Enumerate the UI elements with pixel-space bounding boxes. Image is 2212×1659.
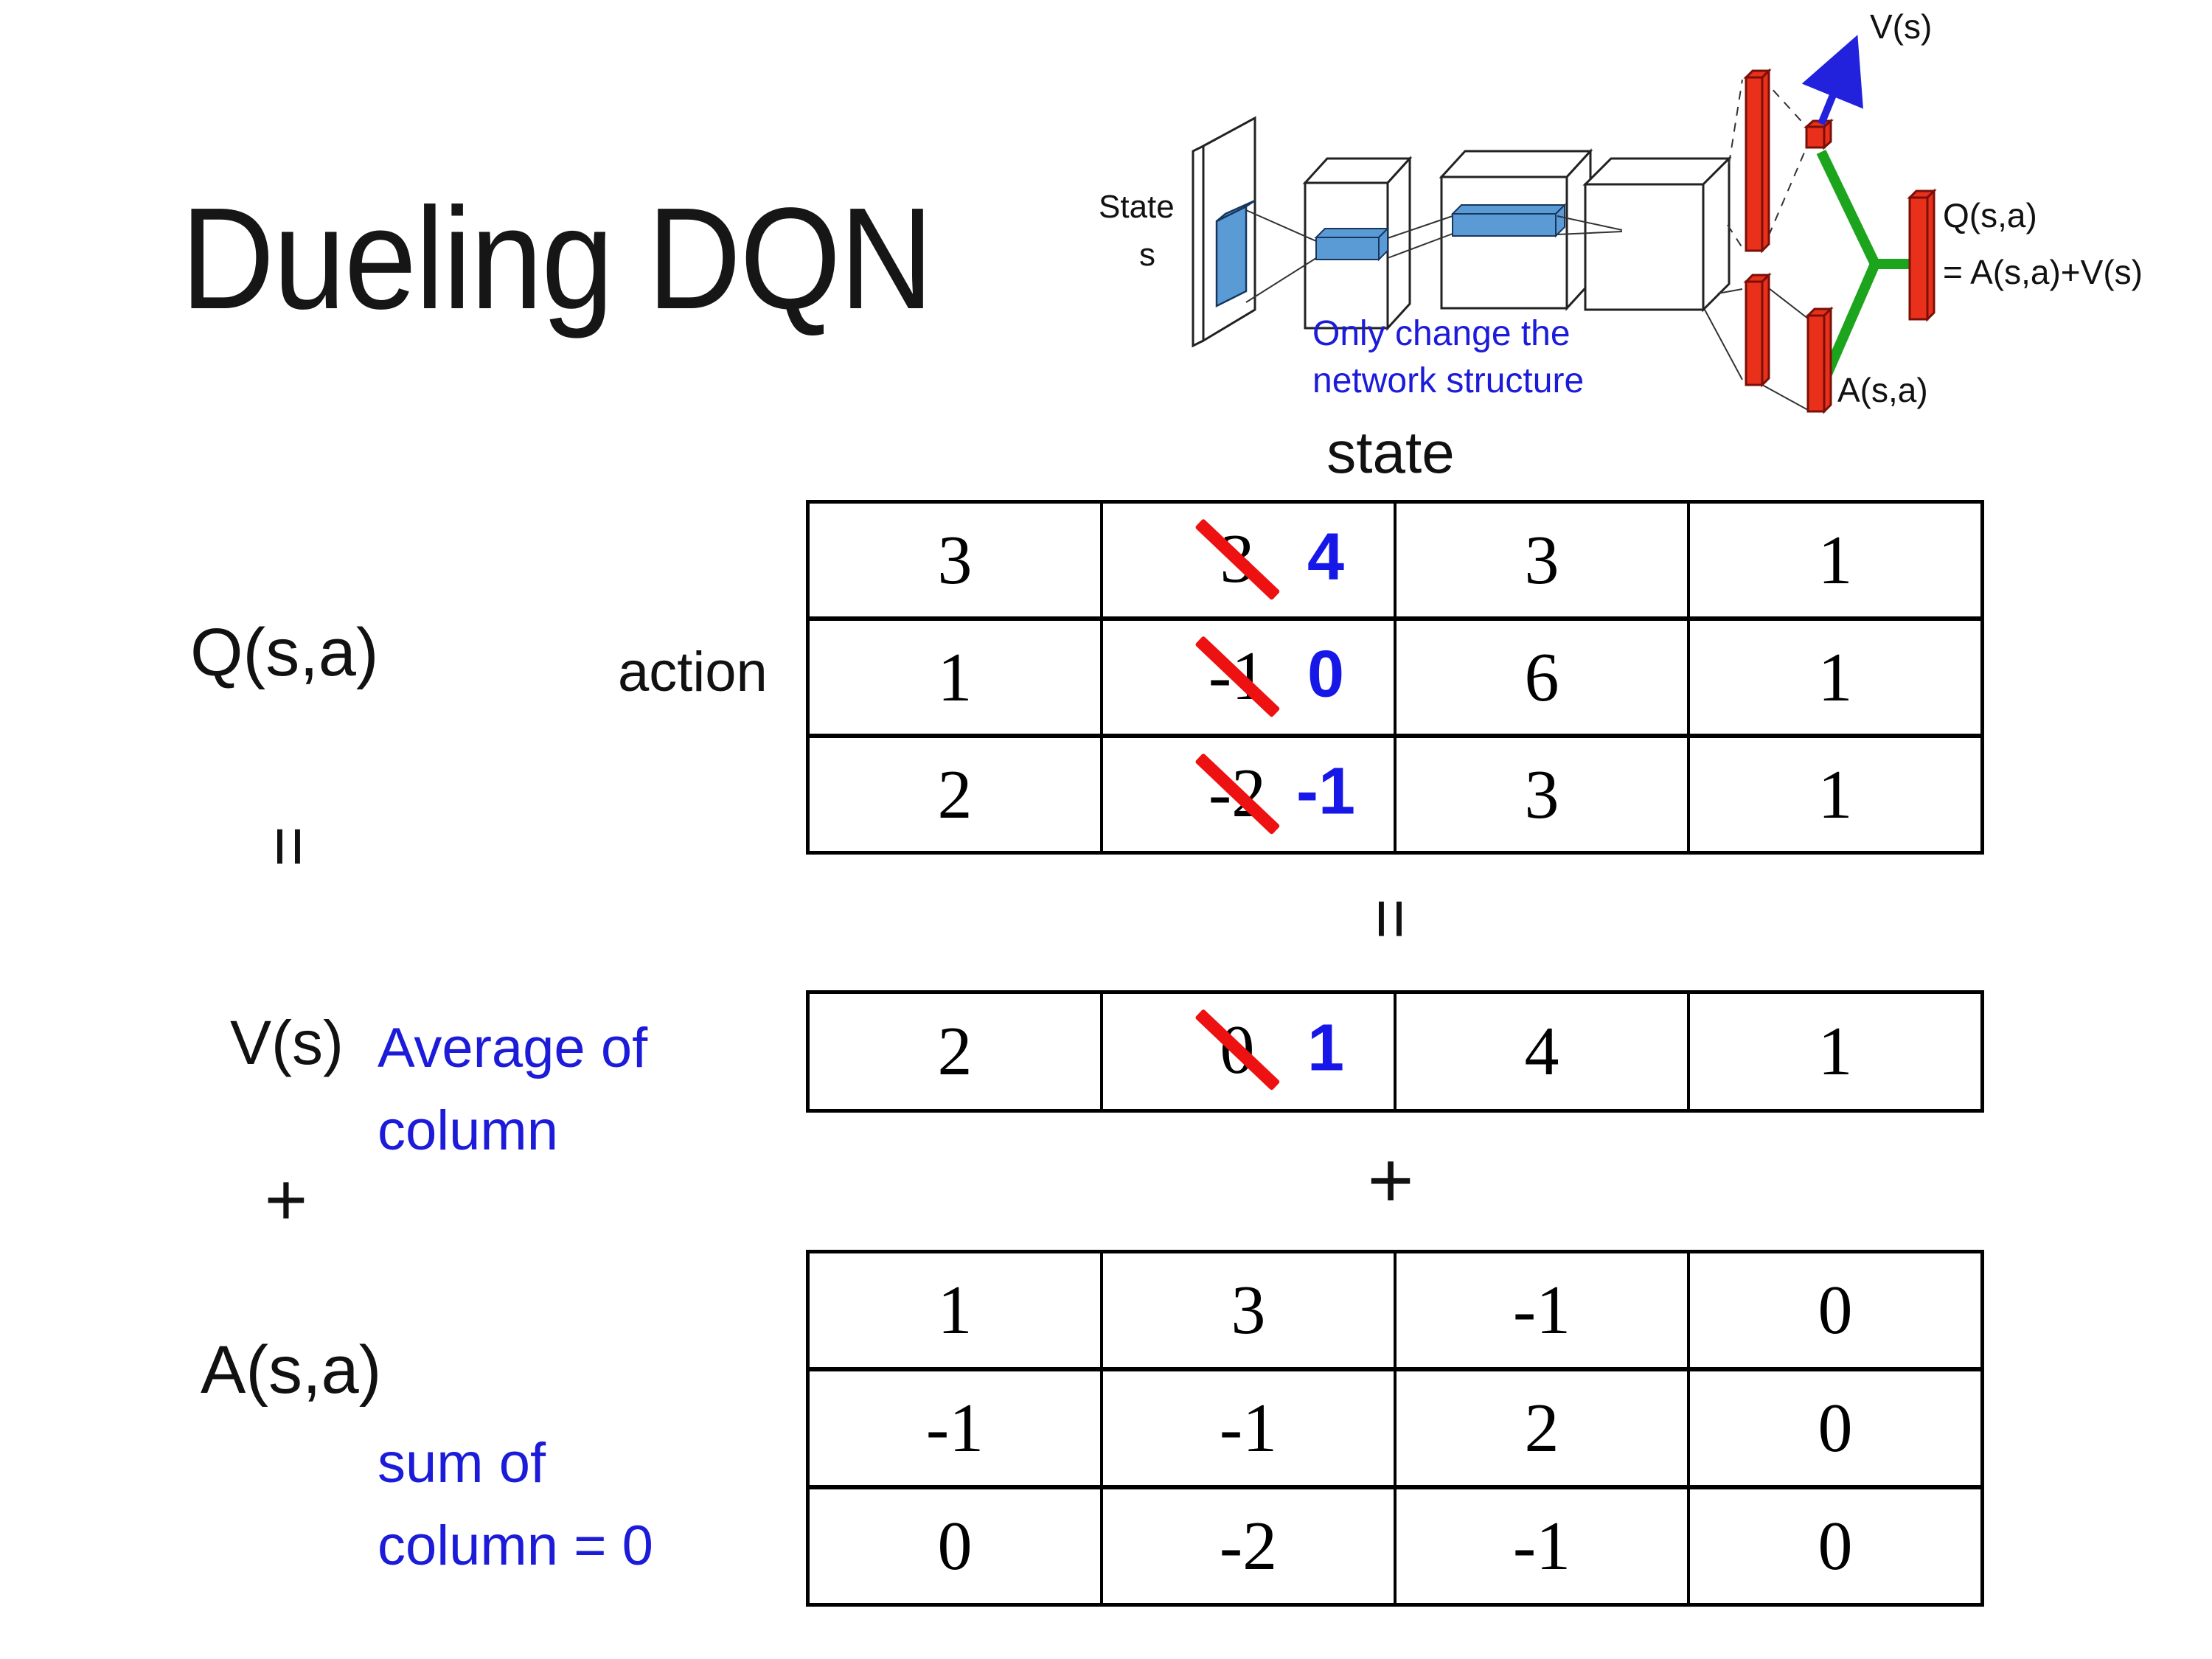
conv-box-3 xyxy=(1582,156,1732,313)
a-matrix-label: A(s,a) xyxy=(201,1332,382,1408)
a-cell: -1 xyxy=(810,1371,1100,1485)
plus-sign-left: + xyxy=(264,1158,308,1242)
a-cell: 0 xyxy=(1690,1489,1980,1603)
cell-value: -1 xyxy=(1512,1272,1571,1349)
conv-box-1 xyxy=(1302,156,1413,331)
cell-value: 1 xyxy=(1818,639,1853,716)
cell-value: -2 xyxy=(1219,1508,1278,1585)
flatten-bar-top xyxy=(1743,68,1772,254)
a-annotation-line1: sum of xyxy=(378,1432,546,1495)
q-table: 3 3 4 3 1 1 -1 0 6 1 2 -2 -1 3 1 xyxy=(806,500,1984,855)
cell-value: 2 xyxy=(1524,1390,1559,1467)
a-cell: 2 xyxy=(1397,1371,1687,1485)
cell-value: 4 xyxy=(1524,1013,1559,1090)
cell-value: 2 xyxy=(937,756,973,833)
q-cell-struck: -1 0 xyxy=(1103,621,1394,734)
new-value: -1 xyxy=(1295,754,1356,828)
q-cell: 1 xyxy=(1690,504,1980,616)
merge-connector xyxy=(1816,149,1911,380)
a-table: 1 3 -1 0 -1 -1 2 0 0 -2 -1 0 xyxy=(806,1250,1984,1607)
a-cell: 0 xyxy=(1690,1253,1980,1367)
a-cell: 0 xyxy=(810,1489,1100,1603)
cell-value: 3 xyxy=(937,521,973,599)
v-cell: 1 xyxy=(1690,994,1980,1109)
q-cell-struck: 3 4 xyxy=(1103,504,1394,616)
cell-value: 1 xyxy=(1818,521,1853,599)
feature-slab-2 xyxy=(1450,203,1567,238)
a-cell: -2 xyxy=(1103,1489,1394,1603)
diagram-v-label: V(s) xyxy=(1870,7,1932,46)
cell-value: 0 xyxy=(1818,1508,1853,1585)
state-axis-label: state xyxy=(1326,420,1455,485)
q-cell: 1 xyxy=(1690,621,1980,734)
cell-value: 1 xyxy=(1818,1013,1853,1090)
diagram-note-line1: Only change the xyxy=(1312,314,1571,353)
q-cell: 3 xyxy=(810,504,1100,616)
q-cell-struck: -2 -1 xyxy=(1103,738,1394,851)
diagram-state-label: State xyxy=(1099,189,1175,225)
new-value: 0 xyxy=(1307,636,1345,711)
q-cell: 3 xyxy=(1397,738,1687,851)
cell-value: 0 xyxy=(1818,1272,1853,1349)
cell-value: 0 xyxy=(1818,1390,1853,1467)
diagram-state-s-label: s xyxy=(1139,237,1155,273)
network-diagram: State s V(s) Q(s,a) = A(s,a)+V(s) A(s,a)… xyxy=(1099,7,2143,414)
a-cell: 1 xyxy=(810,1253,1100,1367)
action-axis-label: action xyxy=(618,641,768,703)
cell-value: -1 xyxy=(925,1390,984,1467)
cell-value: -1 xyxy=(1219,1390,1278,1467)
cell-value: 3 xyxy=(1231,1272,1266,1349)
a-cell: 3 xyxy=(1103,1253,1394,1367)
cell-value: -1 xyxy=(1512,1508,1571,1585)
a-cell: -1 xyxy=(1397,1489,1687,1603)
q-cell: 2 xyxy=(810,738,1100,851)
v-cell-struck: 0 1 xyxy=(1103,994,1394,1109)
q-cell: 1 xyxy=(810,621,1100,734)
v-annotation-line2: column xyxy=(378,1099,558,1162)
page-title: Dueling DQN xyxy=(181,178,933,339)
q-cell: 3 xyxy=(1397,504,1687,616)
v-annotation-line1: Average of xyxy=(378,1017,648,1079)
v-cell: 2 xyxy=(810,994,1100,1109)
cell-value: 2 xyxy=(937,1013,973,1090)
advantage-bar xyxy=(1805,306,1834,414)
diagram-q-formula: = A(s,a)+V(s) xyxy=(1943,253,2143,291)
cell-value: 3 xyxy=(1524,521,1559,599)
diagram-a-label: A(s,a) xyxy=(1837,371,1928,409)
q-cell: 6 xyxy=(1397,621,1687,734)
q-cell: 1 xyxy=(1690,738,1980,851)
new-value: 4 xyxy=(1307,519,1345,594)
cell-value: 1 xyxy=(937,1272,973,1349)
diagram-note-line2: network structure xyxy=(1312,361,1584,400)
plus-sign-middle: + xyxy=(1367,1135,1414,1225)
diagram-q-label: Q(s,a) xyxy=(1943,196,2037,234)
input-feature-slab xyxy=(1215,199,1256,308)
a-cell: -1 xyxy=(1397,1253,1687,1367)
cell-value: 1 xyxy=(937,639,973,716)
cell-value: 6 xyxy=(1524,639,1559,716)
conv-box-2 xyxy=(1439,148,1593,311)
v-matrix-label: V(s) xyxy=(230,1008,344,1077)
flatten-bar-bottom xyxy=(1743,272,1772,388)
cell-value: 3 xyxy=(1524,756,1559,833)
a-cell: 0 xyxy=(1690,1371,1980,1485)
equals-sign-middle: = xyxy=(1352,897,1430,940)
new-value: 1 xyxy=(1307,1011,1345,1085)
feature-slab-1 xyxy=(1314,226,1390,262)
q-output-bar xyxy=(1907,188,1937,322)
v-table: 2 0 1 4 1 xyxy=(806,990,1984,1113)
value-arrow xyxy=(1801,35,1863,125)
cell-value: 1 xyxy=(1818,756,1853,833)
cell-value: 0 xyxy=(937,1508,973,1585)
q-matrix-label: Q(s,a) xyxy=(190,615,379,690)
fan-lines xyxy=(1245,209,1743,380)
equals-sign-left: = xyxy=(250,825,329,868)
a-cell: -1 xyxy=(1103,1371,1394,1485)
value-node xyxy=(1804,118,1834,150)
v-cell: 4 xyxy=(1397,994,1687,1109)
a-annotation-line2: column = 0 xyxy=(378,1514,653,1577)
